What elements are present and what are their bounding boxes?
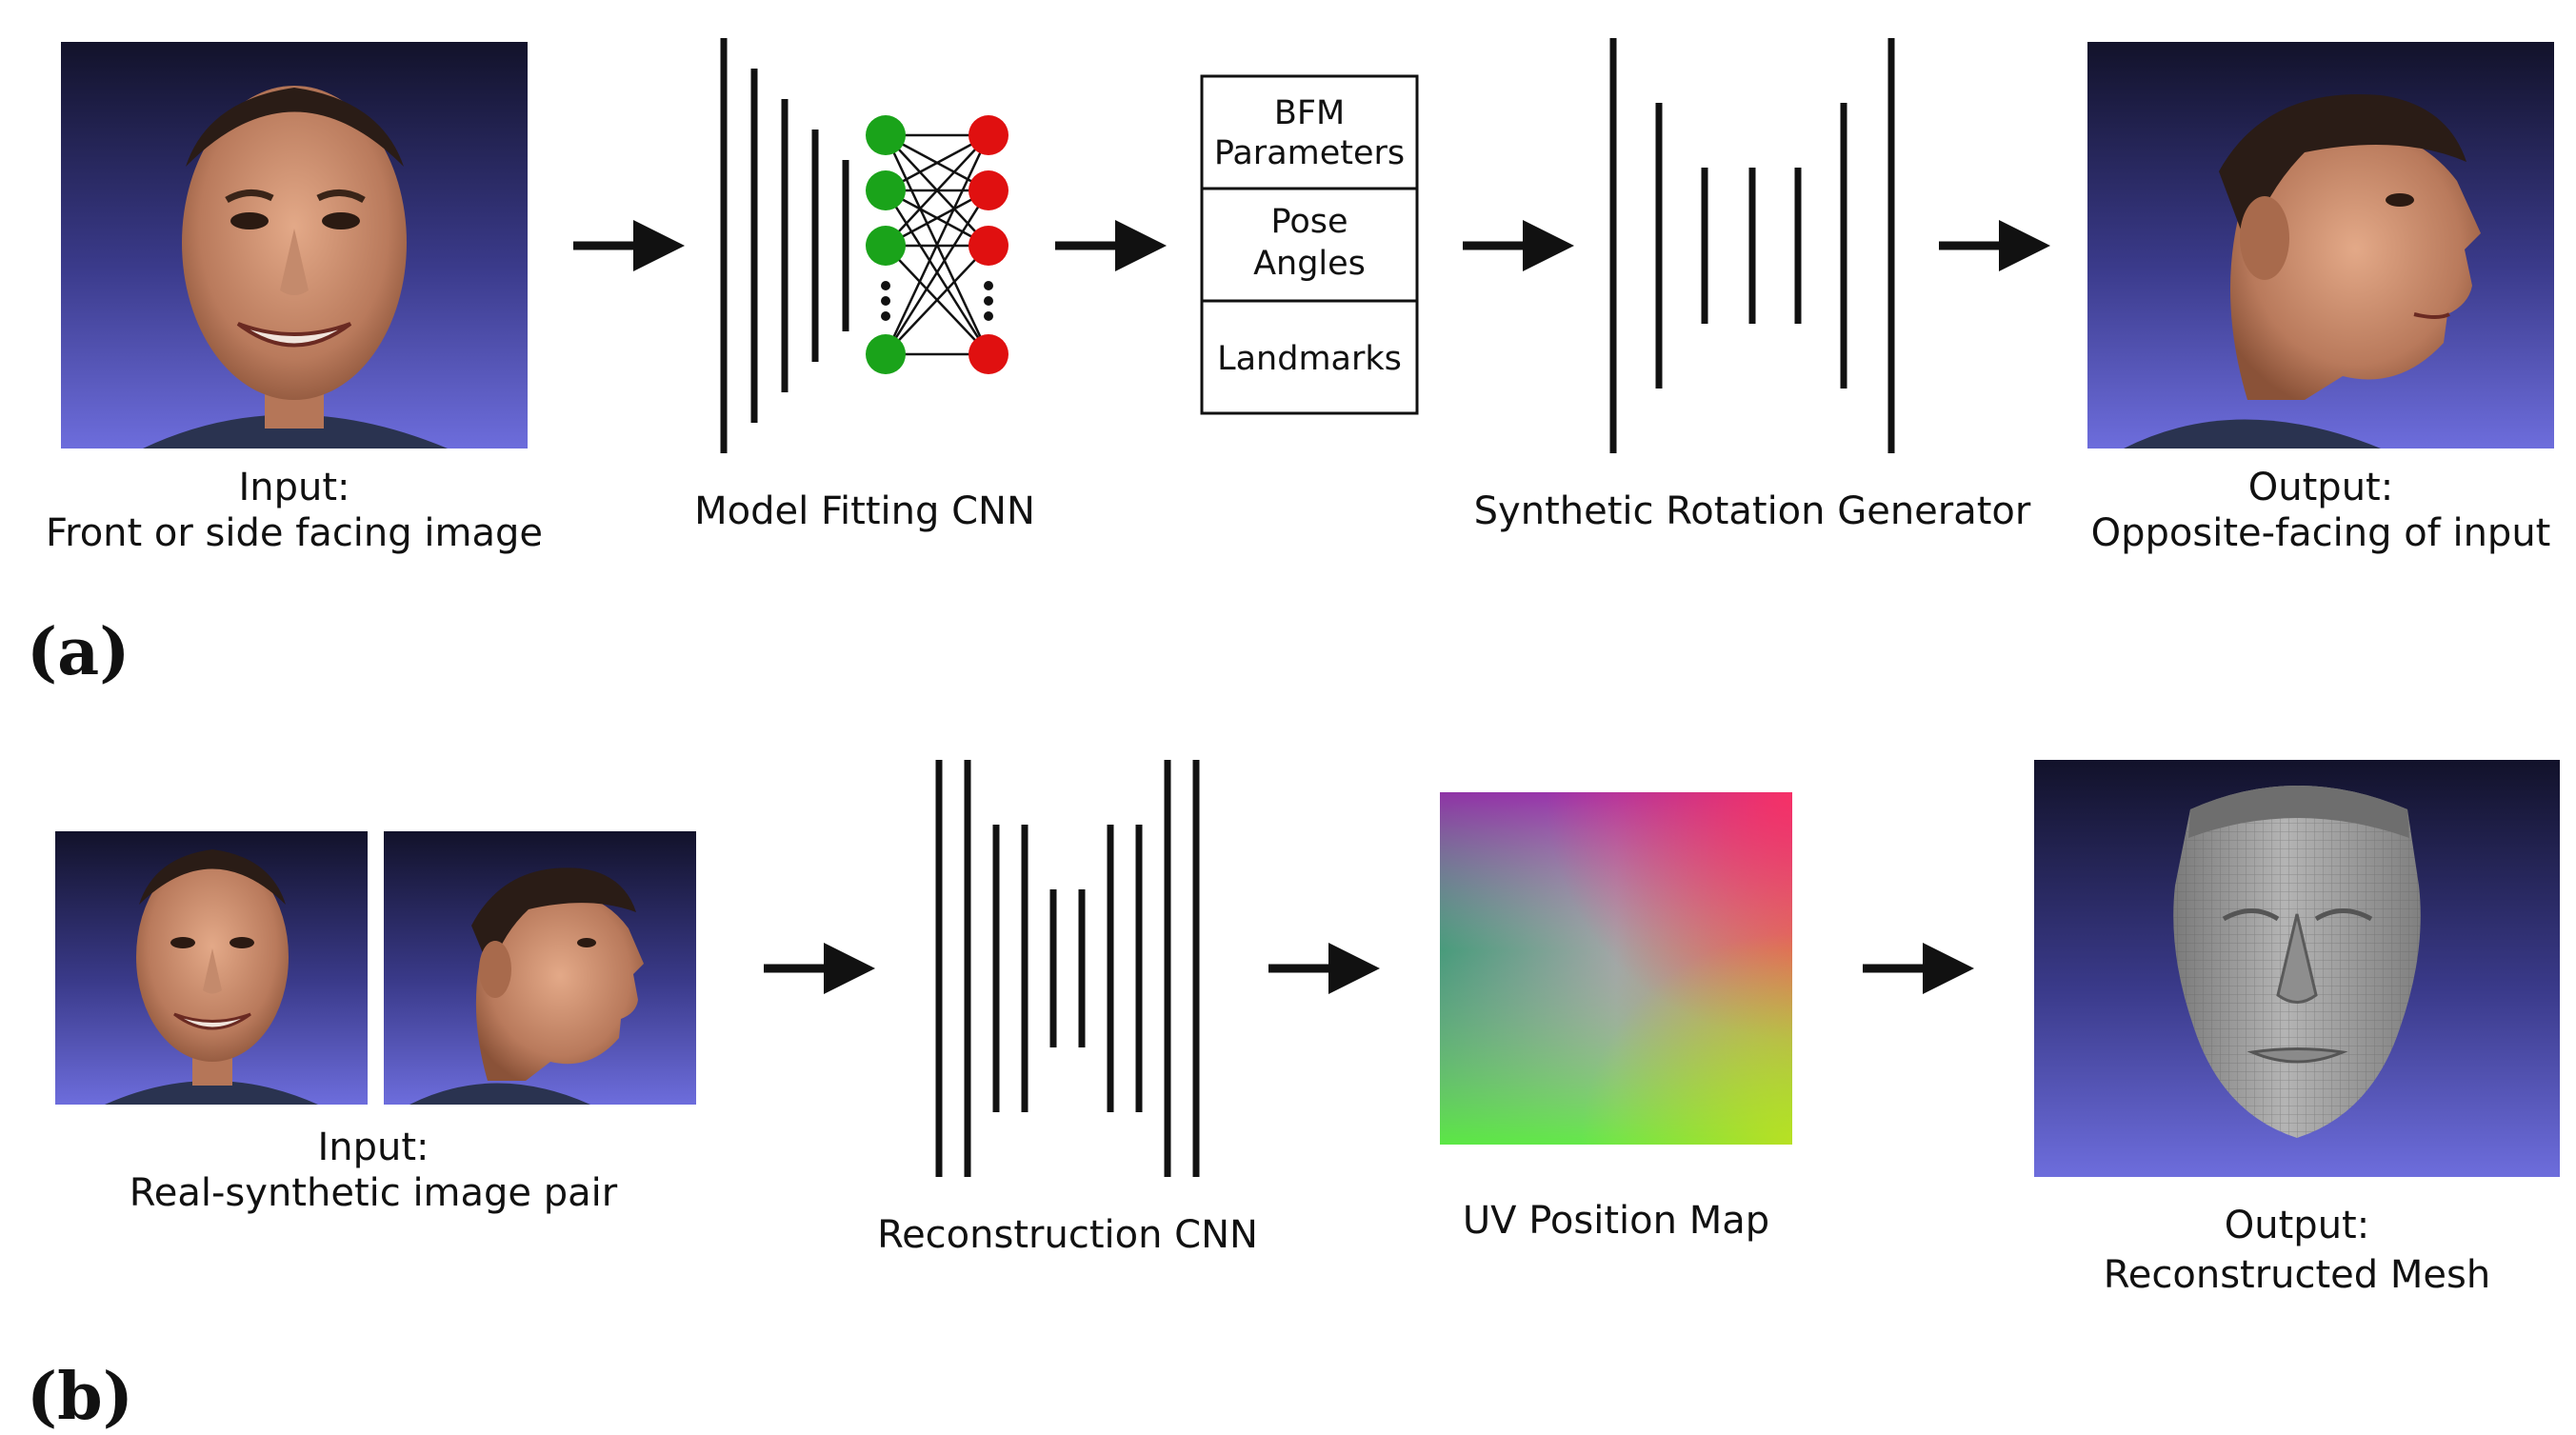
output-caption-line2: Opposite-facing of input (2091, 511, 2551, 555)
model-fitting-cnn-graphic (720, 38, 849, 453)
param-box-bfm: BFM (1274, 94, 1345, 132)
uv-position-map-image (1440, 792, 1792, 1145)
reconstruction-cnn-graphic (935, 760, 1200, 1177)
reconstructed-mesh-render (2034, 760, 2560, 1177)
reconstruction-cnn-label: Reconstruction CNN (877, 1213, 1258, 1257)
mesh-caption-line2: Reconstructed Mesh (2104, 1253, 2490, 1297)
synthetic-rotation-generator-graphic (1609, 38, 1895, 453)
pair-caption-line2: Real-synthetic image pair (130, 1171, 618, 1215)
input-caption-line1: Input: (238, 466, 349, 509)
parameter-box (1200, 74, 1419, 415)
mesh-caption-line1: Output: (2225, 1204, 2369, 1247)
param-box-parameters: Parameters (1214, 134, 1405, 172)
input-pair-photo-profile (384, 831, 696, 1105)
synthetic-rotation-generator-label: Synthetic Rotation Generator (1474, 489, 2031, 533)
param-box-landmarks: Landmarks (1217, 340, 1402, 378)
param-box-pose: Pose (1270, 203, 1348, 241)
pair-caption-line1: Input: (317, 1126, 429, 1169)
output-caption-line1: Output: (2248, 466, 2393, 509)
input-caption-line2: Front or side facing image (46, 511, 543, 555)
panel-label-a: (a) (27, 614, 130, 690)
uv-position-map-label: UV Position Map (1463, 1199, 1769, 1243)
model-fitting-cnn-label: Model Fitting CNN (694, 489, 1035, 533)
param-box-angles: Angles (1253, 245, 1366, 283)
panel-label-b: (b) (27, 1359, 133, 1435)
input-pair-photo-front (55, 831, 368, 1105)
output-face-photo-profile (2087, 42, 2554, 448)
input-face-photo-front (61, 42, 528, 448)
neural-network-graph-icon (866, 115, 1008, 374)
